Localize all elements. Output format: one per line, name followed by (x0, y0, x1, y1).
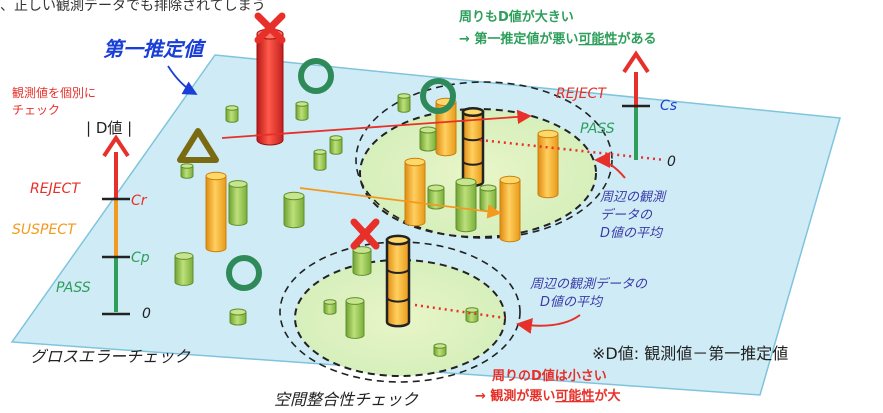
callout-bottom-line2-prefix: → 観測が悪い (475, 388, 555, 404)
cross-mark-icon-2 (350, 218, 380, 250)
orange-link-arrow (299, 187, 502, 219)
observation-cylinder (345, 297, 365, 339)
spatial-consistency-check-label: 空間整合性チェック (274, 390, 419, 409)
neighborhood-ellipse-lower-outer (279, 241, 521, 383)
observation-cylinder (323, 299, 337, 315)
callout-top-line2-emph: 可能性 (578, 31, 617, 47)
observation-cylinder (228, 180, 248, 226)
circle-mark-icon-2 (420, 78, 456, 114)
left-suspect-label: SUSPECT (12, 222, 77, 238)
observation-cylinder (205, 171, 227, 253)
neighbor-avg2-line2: D値の平均 (540, 295, 604, 310)
callout-bottom-line1: 周りのD値は小さい (492, 368, 607, 384)
cross-mark-icon (254, 12, 286, 44)
observation-cylinder (174, 252, 194, 286)
circle-mark-icon-3 (226, 255, 262, 291)
footnote-label: ※D値: 観測値－第一推定値 (592, 344, 788, 363)
callout-top-line2-prefix: → 第一推定値が悪い (459, 31, 578, 47)
triangle-mark-icon (177, 128, 219, 163)
observation-cylinder (455, 177, 477, 233)
right-reject-label: REJECT (556, 86, 607, 102)
right-threshold-scale (622, 50, 650, 160)
left-threshold-scale (102, 134, 130, 316)
right-cs-label: Cs (660, 98, 677, 114)
up-arrow-icon (102, 134, 130, 158)
callout-top-line2: → 第一推定値が悪い可能性がある (459, 31, 656, 47)
callout-bottom-line2-emph: 可能性 (555, 388, 594, 404)
left-pass-label: PASS (56, 280, 91, 296)
neighborhood-ellipse-upper-outer (355, 81, 613, 239)
first-estimate-bar (256, 28, 284, 146)
observation-cylinder (283, 191, 305, 229)
neighbor-avg2-arrow (516, 314, 581, 334)
observation-cylinder (295, 101, 309, 121)
observation-cylinders (174, 28, 559, 357)
neighbor-avg1-line2: データの (600, 207, 653, 223)
left-cr-label: Cr (131, 193, 148, 209)
observation-cylinder (397, 93, 411, 113)
observation-cylinder (329, 135, 343, 155)
up-arrow-icon-right (622, 50, 650, 74)
check-individually-label-2: チェック (12, 103, 60, 117)
callout-top-line1: 周りもD値が大きい (459, 9, 574, 25)
observation-cylinder (499, 175, 521, 243)
left-reject-label: REJECT (30, 181, 81, 197)
neighbor-avg2-line1: 周辺の観測データの (530, 276, 648, 292)
observation-cylinder (479, 184, 497, 212)
observation-cylinder (180, 163, 194, 179)
average-line-upper (479, 138, 666, 162)
red-link-arrow (221, 109, 532, 139)
observation-cylinder (465, 307, 479, 323)
observation-cylinder (385, 234, 411, 328)
observation-cylinder (537, 129, 559, 199)
callout-bottom-line2-suffix: が大 (594, 388, 620, 404)
callout-top-line2-suffix: がある (617, 31, 656, 47)
callout-bottom-line2: → 観測が悪い可能性が大 (475, 388, 620, 404)
neighbor-avg1-line3: D値の平均 (600, 226, 664, 241)
top-cut-text: 、正しい観測データでも排除されてしまう (0, 0, 266, 14)
right-pass-label: PASS (580, 121, 615, 137)
observation-cylinder (313, 149, 327, 171)
left-cp-label: Cp (131, 250, 150, 266)
observation-cylinder (352, 246, 372, 276)
neighbor-avg1-arrow (594, 152, 626, 179)
first-estimate-label: 第一推定値 (103, 37, 207, 61)
first-estimate-arrow (167, 65, 198, 95)
check-individually-label-1: 観測値を個別に (12, 85, 96, 100)
observation-cylinder (404, 157, 426, 227)
gross-error-check-label: グロスエラーチェック (30, 347, 191, 366)
d-value-label: | D値 | (86, 119, 132, 137)
left-zero-label: 0 (142, 306, 151, 322)
circle-mark-icon (298, 58, 334, 94)
right-zero-label: 0 (667, 154, 676, 170)
observation-cylinder (433, 343, 447, 357)
neighbor-avg1-line1: 周辺の観測 (600, 190, 667, 205)
observation-cylinder (229, 308, 247, 326)
observation-cylinder (225, 105, 239, 123)
observation-cylinder (419, 126, 437, 152)
